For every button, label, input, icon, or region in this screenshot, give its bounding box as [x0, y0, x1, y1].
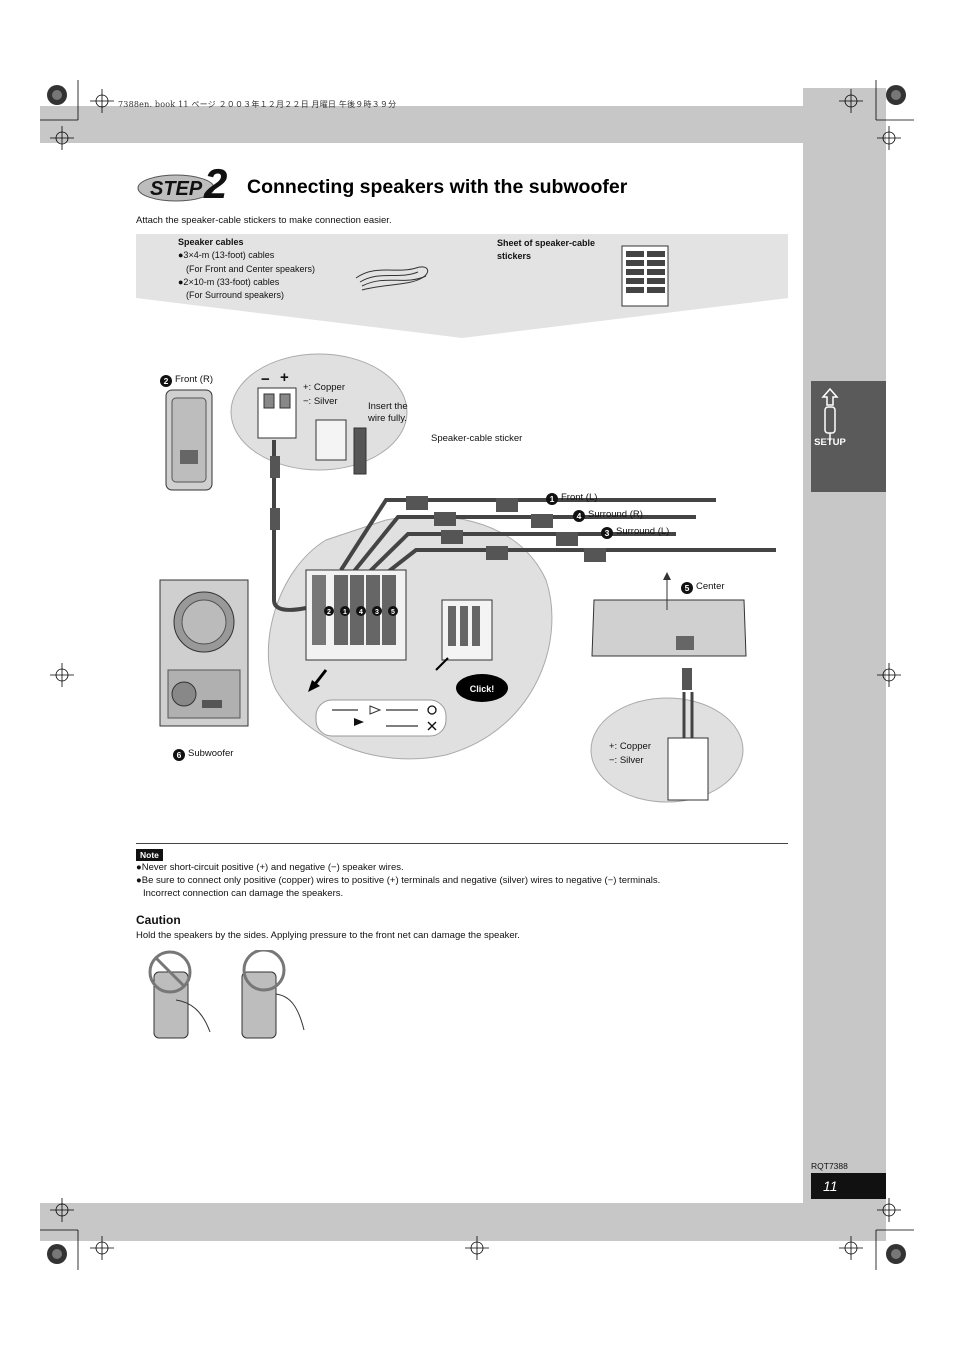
- click-label: Click!: [470, 684, 495, 694]
- polarity-plus-bottom: +: Copper: [609, 741, 651, 752]
- section-divider: [136, 843, 788, 844]
- wrong-hold-illustration: [148, 950, 211, 1039]
- intro-text: Attach the speaker-cable stickers to mak…: [136, 215, 392, 226]
- click-badge: [456, 674, 508, 702]
- sticker-sheet-icon: [621, 245, 669, 307]
- wiring-diagram: 2 1 4 3 5 Click!: [159, 353, 776, 803]
- subwoofer-illustration: [159, 579, 249, 727]
- step-word: STEP: [150, 178, 203, 200]
- page-number: 11: [811, 1173, 886, 1199]
- terminal-number: 5: [391, 609, 395, 616]
- ng-mark-icon: [427, 721, 437, 731]
- setup-icon: [821, 387, 839, 441]
- ok-mark-icon: [427, 705, 437, 715]
- polarity-minus-bottom: −: Silver: [609, 755, 644, 766]
- supplied-parts-panel: [136, 234, 788, 338]
- insert-wire-label: Insert the wire fully.: [368, 401, 408, 424]
- speaker-cable-icon: [355, 266, 429, 291]
- page-title: Connecting speakers with the subwoofer: [247, 176, 628, 198]
- setup-side-tab: [811, 381, 886, 492]
- correct-hold-illustration: [241, 950, 305, 1039]
- prohibited-icon: [154, 956, 186, 988]
- note-line: ●Never short-circuit positive (+) and ne…: [136, 862, 404, 873]
- center-speaker-illustration: [591, 599, 747, 657]
- minus-sign: −: [261, 371, 270, 388]
- caution-title: Caution: [136, 913, 181, 927]
- speaker-cables-line: ●2×10-m (33-foot) cables: [178, 277, 280, 287]
- step-logo: STEP 2: [137, 160, 227, 206]
- terminal-number: 2: [327, 609, 331, 616]
- speaker-cables-line: (For Front and Center speakers): [186, 264, 316, 274]
- model-number: RQT7388: [811, 1161, 848, 1171]
- bottom-band: [40, 1203, 886, 1241]
- print-header-meta: 7388en. book 11 ページ ２００３年１２月２２日 月曜日 午後９時…: [118, 100, 397, 109]
- speaker-cables-line: ●3×4-m (13-foot) cables: [178, 250, 275, 260]
- polarity-plus-top: +: Copper: [303, 382, 345, 393]
- setup-label: SETUP: [814, 437, 846, 448]
- sticker-sheet-title: Sheet of speaker-cable stickers: [497, 238, 596, 261]
- sticker-label: Speaker-cable sticker: [431, 433, 523, 444]
- top-band: [40, 106, 804, 143]
- note-line: ●Be sure to connect only positive (coppe…: [136, 875, 661, 886]
- note-line: Incorrect connection can damage the spea…: [143, 888, 344, 899]
- terminal-number: 3: [375, 609, 379, 616]
- registration-target-icon: [47, 85, 906, 1264]
- caution-illustration: [148, 950, 305, 1039]
- right-band: [803, 88, 886, 1240]
- terminal-number: 1: [343, 609, 347, 616]
- note-tag: Note: [136, 849, 163, 861]
- terminal-number: 4: [359, 609, 363, 616]
- speaker-cables-line: (For Surround speakers): [186, 290, 285, 300]
- caution-text: Hold the speakers by the sides. Applying…: [136, 930, 520, 941]
- front-speaker-r-illustration: [165, 389, 213, 491]
- polarity-minus-top: −: Silver: [303, 396, 338, 407]
- speaker-cables-title: Speaker cables: [178, 237, 244, 247]
- step-number: 2: [203, 160, 227, 206]
- plus-sign: +: [280, 369, 289, 386]
